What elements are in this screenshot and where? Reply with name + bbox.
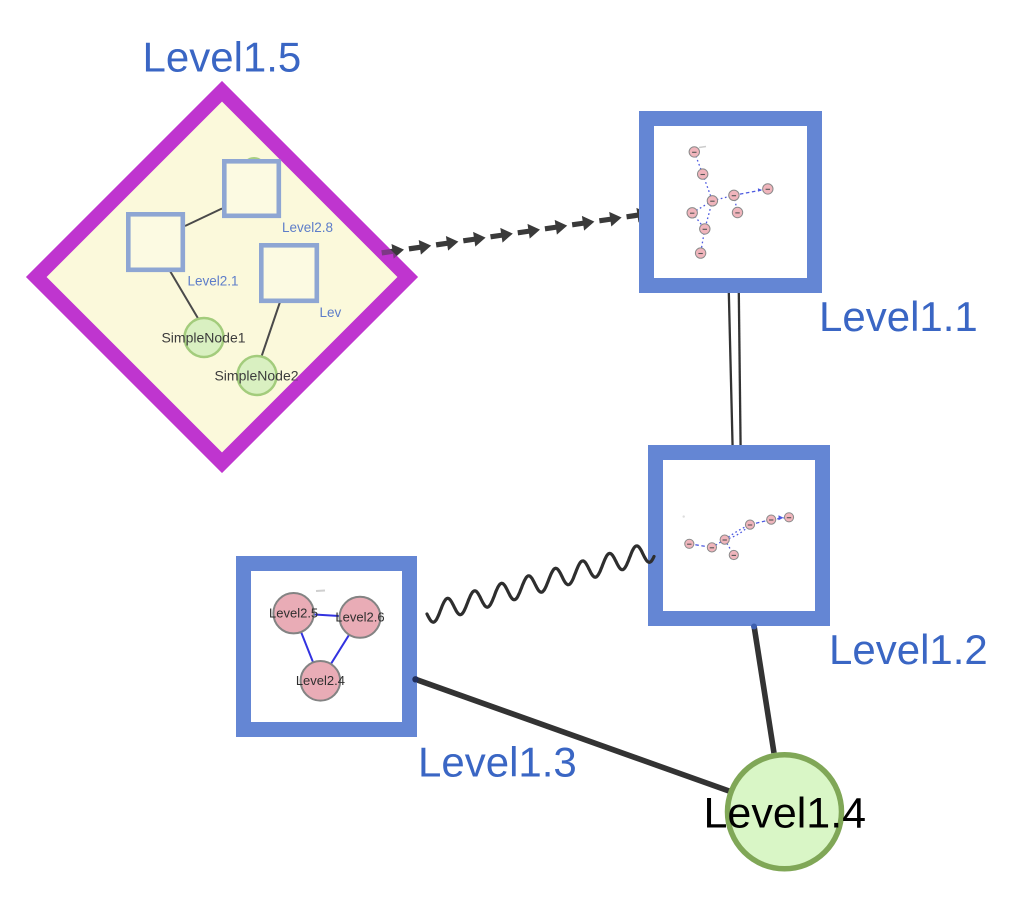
- svg-text:Level2.4: Level2.4: [296, 673, 345, 688]
- svg-text:Level1.1: Level1.1: [819, 293, 978, 340]
- svg-text:Level2.6: Level2.6: [335, 610, 384, 625]
- svg-text:Level1.4: Level1.4: [704, 790, 867, 838]
- svg-text:Level2.5: Level2.5: [269, 606, 318, 621]
- svg-text:Level2.1: Level2.1: [188, 274, 239, 289]
- svg-text:Level1.2: Level1.2: [829, 626, 988, 673]
- svg-text:Level2.8: Level2.8: [282, 220, 333, 235]
- svg-text:SimpleNode2: SimpleNode2: [214, 368, 298, 384]
- svg-text:SimpleNode1: SimpleNode1: [161, 330, 245, 346]
- svg-text:Level1.5: Level1.5: [143, 34, 302, 81]
- svg-text:Level1.3: Level1.3: [418, 739, 577, 786]
- svg-text:Lev: Lev: [320, 305, 342, 320]
